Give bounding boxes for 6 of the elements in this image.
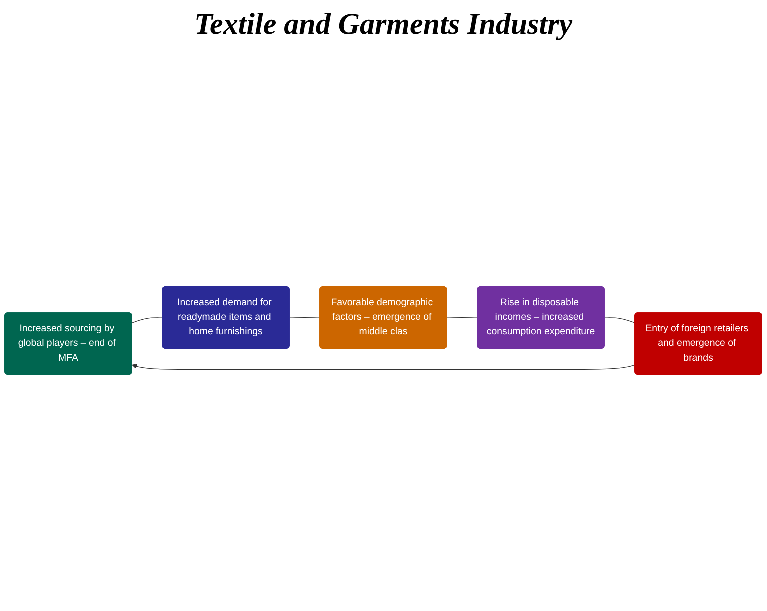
- connector: [132, 318, 163, 324]
- connector: [290, 318, 320, 319]
- connector: [604, 318, 636, 324]
- arrow: [132, 364, 636, 370]
- diagram-title: Textile and Garments Industry: [193, 8, 574, 42]
- connector: [447, 318, 478, 319]
